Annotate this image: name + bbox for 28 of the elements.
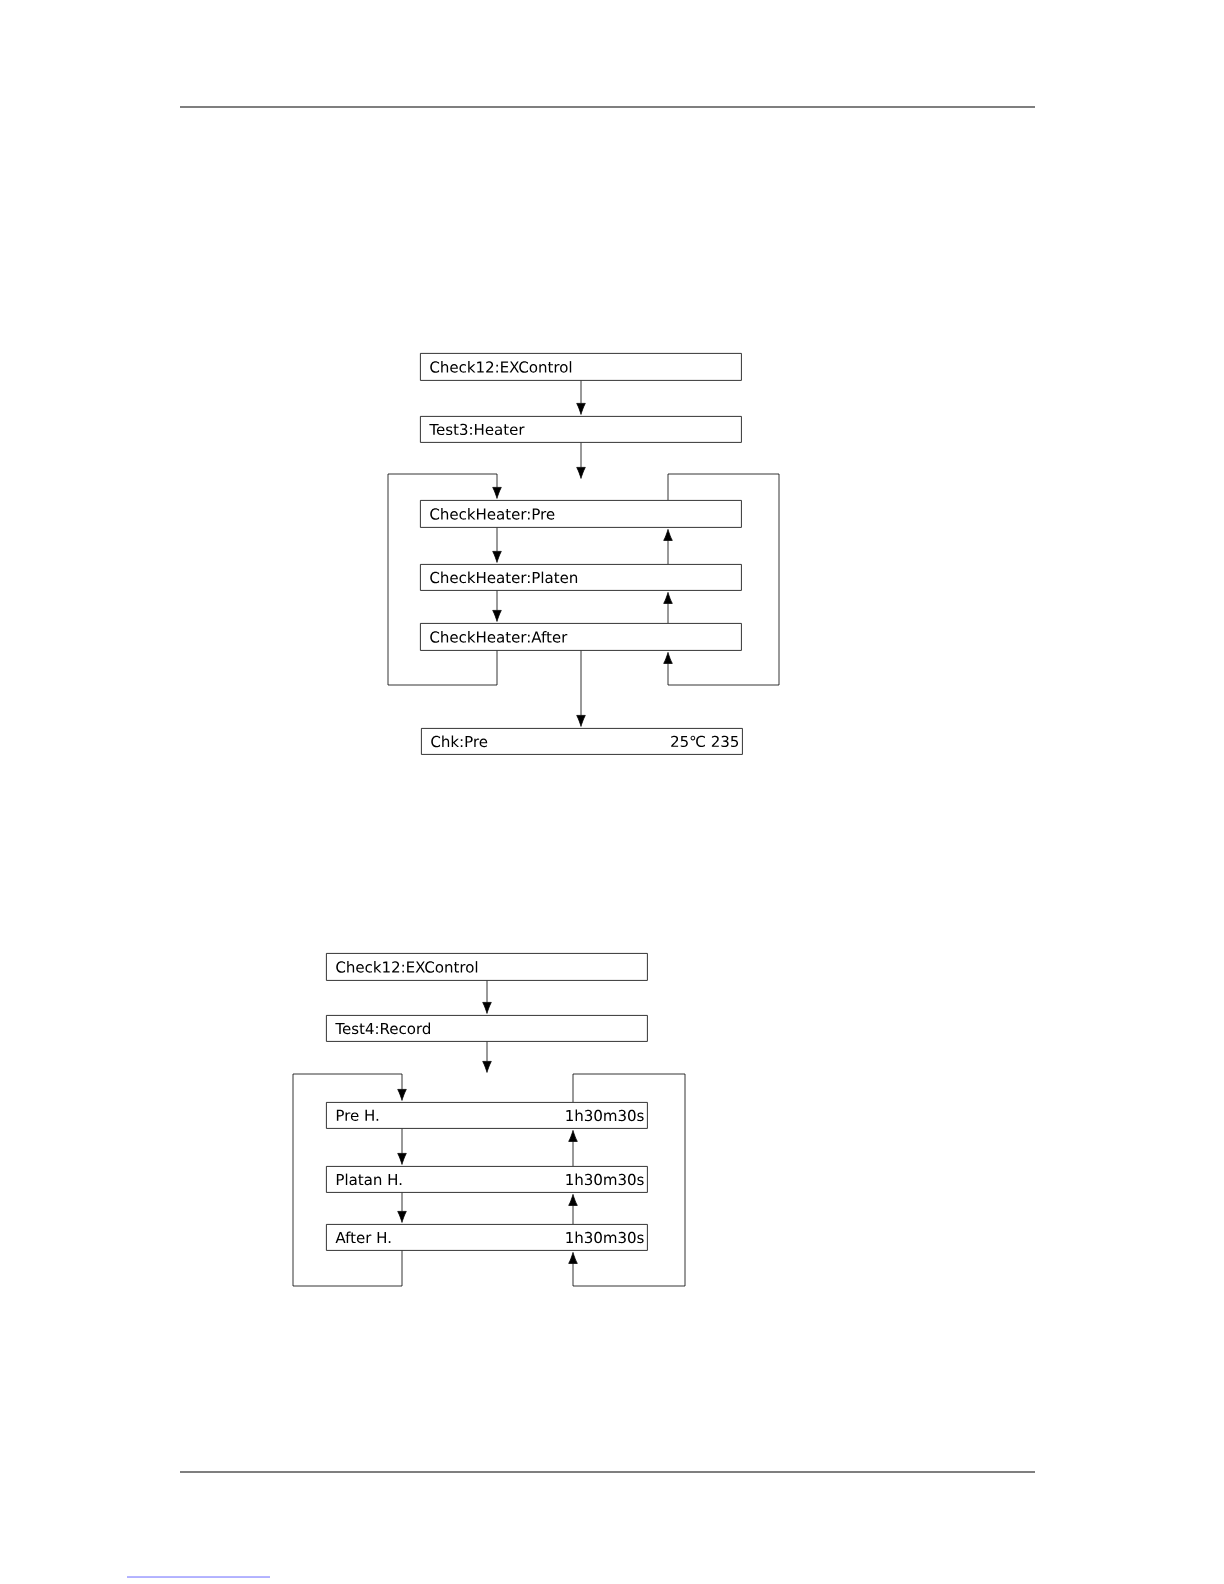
display-box: Check12:EXControl	[420, 353, 742, 381]
arrow	[663, 592, 673, 624]
display-box: Test3:Heater	[420, 416, 742, 443]
arrow	[568, 1194, 578, 1225]
display-box: Platan H. 1h30m30s	[326, 1166, 648, 1193]
display-box: Check12:EXControl	[326, 953, 648, 981]
arrow	[663, 473, 780, 686]
display-box: CheckHeater:Pre	[420, 500, 742, 528]
display-box: Pre H. 1h30m30s	[326, 1102, 648, 1129]
display-box: After H. 1h30m30s	[326, 1224, 648, 1251]
display-box: CheckHeater:Platen	[420, 564, 742, 591]
arrow	[568, 1130, 578, 1167]
arrow	[568, 1073, 686, 1287]
arrow	[576, 650, 586, 727]
arrow	[492, 590, 502, 622]
display-box: CheckHeater:After	[420, 623, 742, 651]
arrow	[482, 980, 492, 1014]
arrow	[397, 1192, 407, 1223]
arrow	[663, 529, 673, 565]
display-box: Chk:Pre 25℃ 235	[421, 728, 743, 755]
arrow	[492, 527, 502, 563]
arrow	[482, 1041, 492, 1073]
arrow	[387, 473, 502, 686]
arrow	[397, 1128, 407, 1165]
arrow	[576, 380, 586, 415]
arrow	[292, 1073, 407, 1287]
arrow	[576, 442, 586, 479]
display-box: Test4:Record	[326, 1015, 648, 1042]
